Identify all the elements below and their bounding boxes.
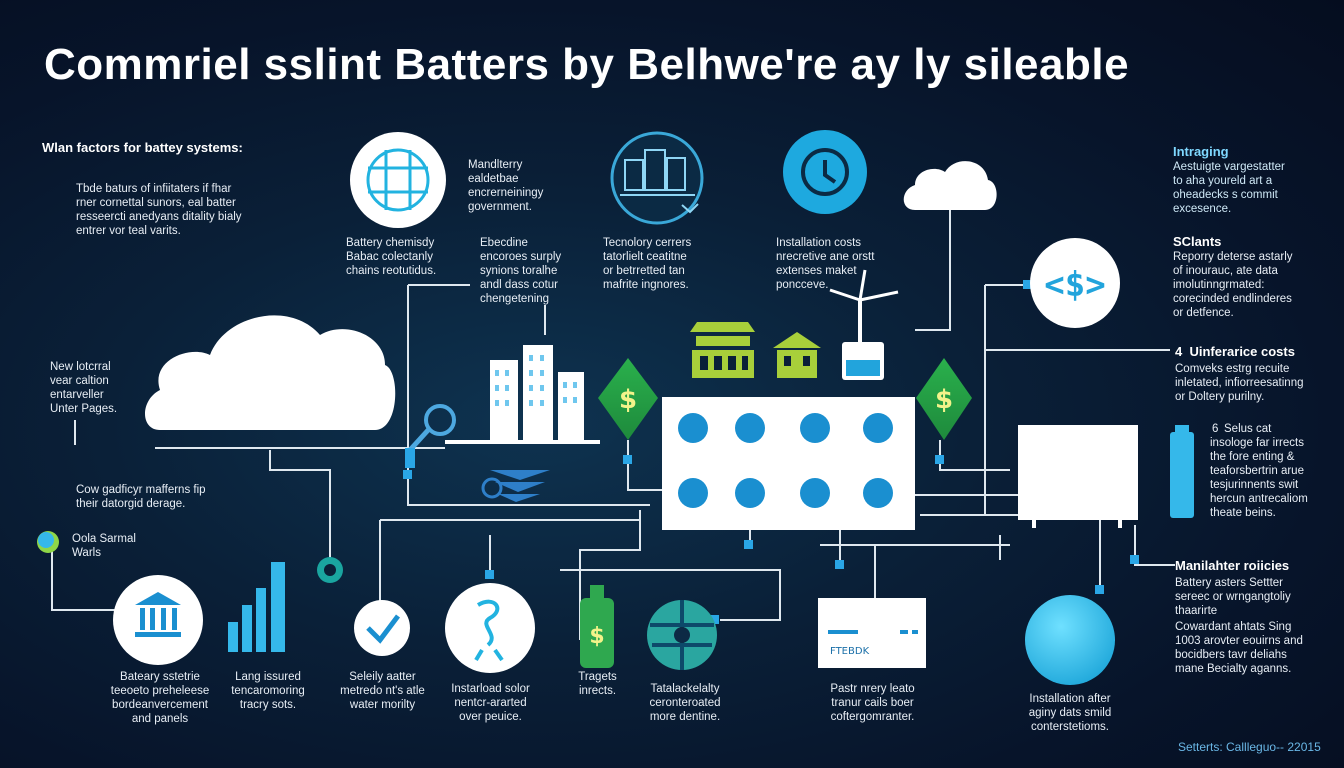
cylinder-battery-icon (1170, 425, 1194, 518)
checkmark-icon (354, 600, 410, 656)
clock-dial-icon (783, 130, 867, 214)
footer-source: Setterts: Callleguo-- 22015 (1178, 740, 1321, 754)
city-buildings-icon (610, 131, 704, 225)
small-cloud-icon (903, 161, 997, 210)
integrating-heading: Intraging (1173, 144, 1229, 159)
page-title: Commriel sslint Batters by Belhwe're ay … (44, 40, 1130, 89)
display-label: FTEBDK (830, 646, 870, 657)
dollar-glyph: $ (619, 385, 637, 415)
policies-heading: Manilahter roiicies (1175, 558, 1290, 573)
office-buildings-icon (445, 345, 600, 444)
cyan-disc-icon (1025, 595, 1115, 685)
house-icon (773, 332, 821, 378)
code-dollar-icon: <$> (1030, 238, 1120, 328)
dollar-glyph: $ (589, 624, 604, 649)
code-dollar-glyph: <$> (1044, 265, 1105, 305)
robot-figure-icon (445, 583, 535, 673)
plug-icon (405, 404, 456, 468)
display-device-icon: FTEBDK (818, 598, 926, 668)
gradient-dot-icon (37, 531, 59, 553)
bank-icon (113, 575, 203, 665)
dollar-diamond-right: $ (916, 358, 972, 440)
clients-heading: SClants (1173, 234, 1222, 249)
wind-turbine-icon (829, 269, 899, 380)
left-heading: Wlan factors for battey systems: (42, 140, 243, 155)
connector-lines (51, 200, 1175, 641)
uinferance-heading: 4 Uinferarice costs (1175, 344, 1295, 359)
dollar-diamond-left: $ (598, 358, 658, 440)
gear-icon (317, 557, 343, 583)
wing-logo-icon (481, 470, 550, 502)
bar-chart-icon (228, 562, 285, 652)
fuel-canister-icon: $ (580, 585, 614, 668)
globe-grid-icon (350, 132, 446, 228)
solus-number: 6 (1212, 423, 1219, 435)
dollar-glyph: $ (935, 385, 953, 415)
globe-mosaic-icon (647, 600, 717, 670)
battery-block (662, 397, 915, 530)
cloud-icon (145, 315, 396, 430)
temple-icon (690, 322, 755, 378)
connector-nodes (403, 280, 1139, 624)
storage-panel (1018, 425, 1138, 528)
